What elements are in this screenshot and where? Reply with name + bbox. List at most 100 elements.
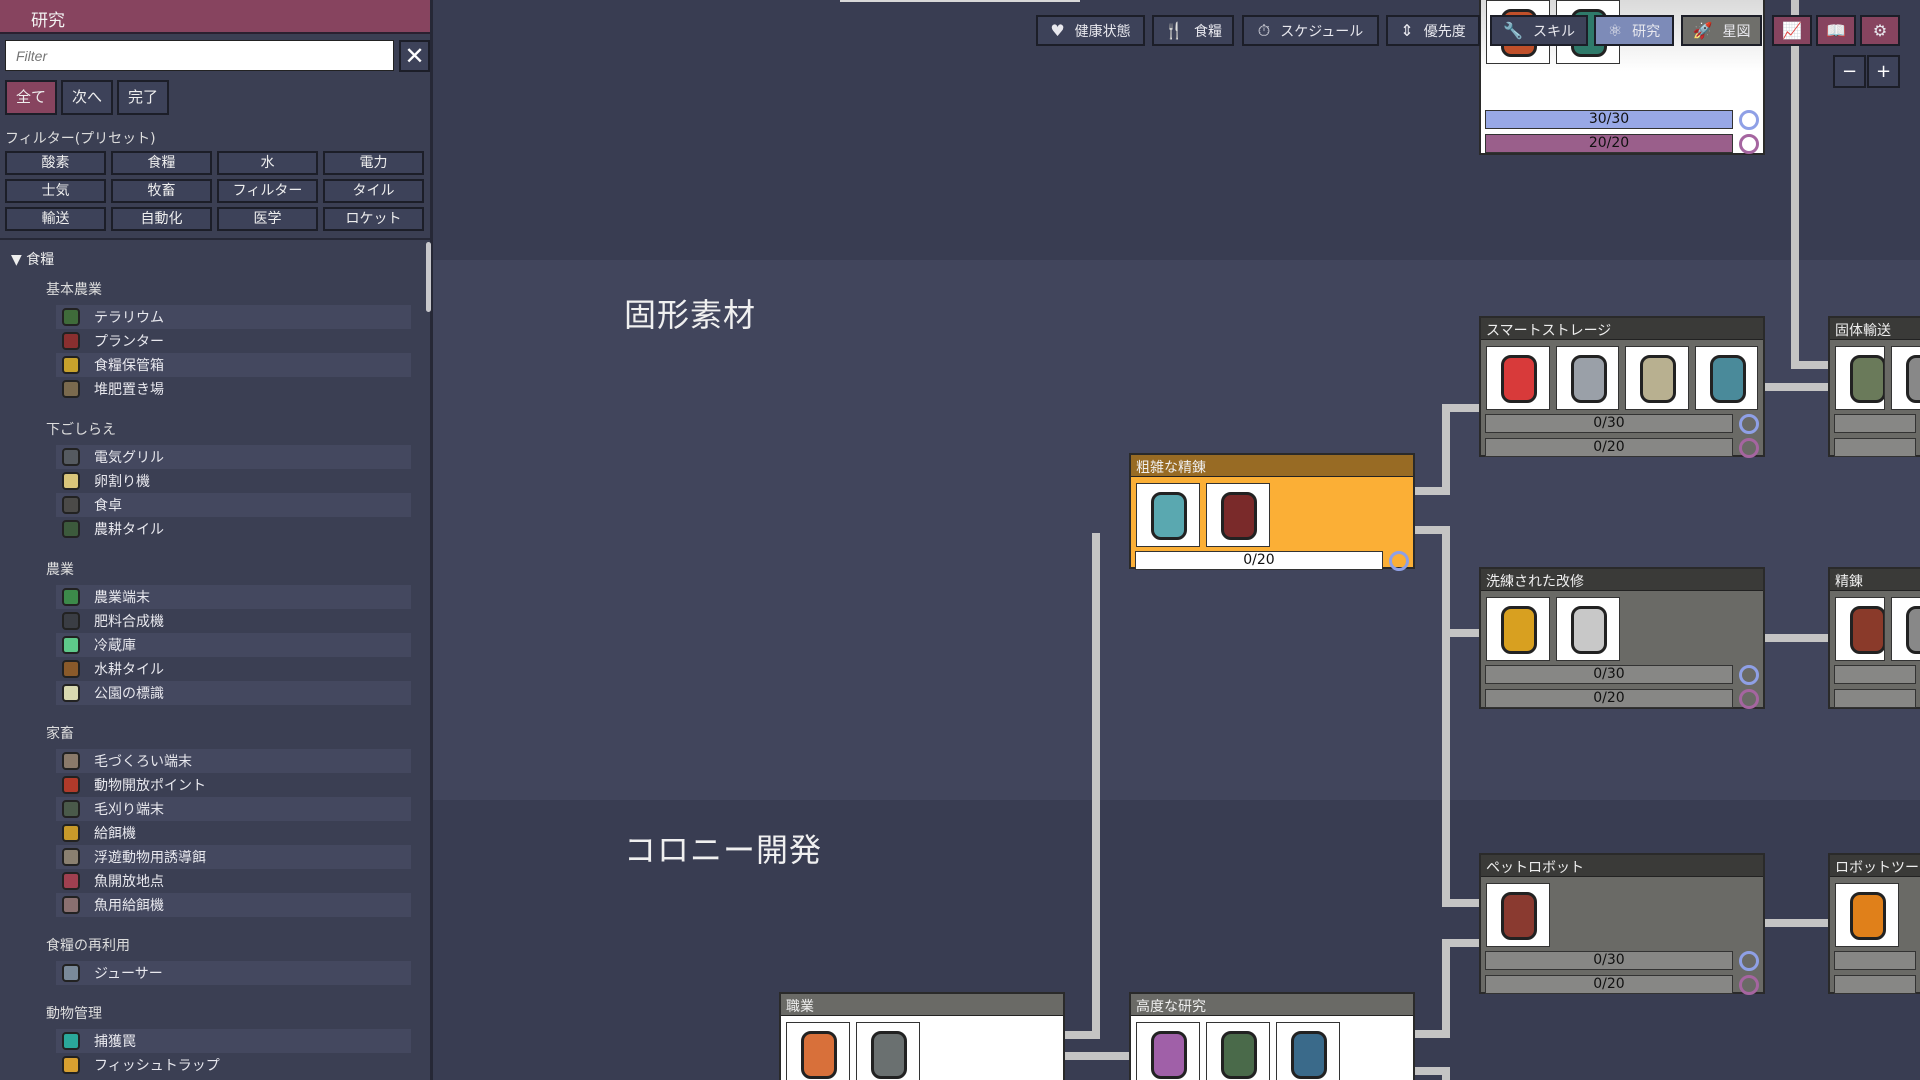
tech-card-unlocks <box>1481 591 1763 661</box>
tech-card-unlocks <box>1830 591 1920 661</box>
clear-filter-button[interactable]: ✕ <box>399 40 430 72</box>
tech-card-robot-tools[interactable]: ロボットツー <box>1828 853 1920 994</box>
toolbar-icon-button-chart[interactable]: 📈 <box>1772 15 1812 46</box>
tech-card-advanced-research[interactable]: 高度な研究 <box>1129 992 1415 1080</box>
toolbar-button-1[interactable]: 🍴食糧 <box>1152 15 1234 46</box>
unlock-building-icon[interactable] <box>1276 1022 1340 1080</box>
preset-button[interactable]: 自動化 <box>111 207 212 231</box>
tech-card-solid-transport[interactable]: 固体輸送 <box>1828 316 1920 457</box>
toolbar-button-6[interactable]: 🚀星図 <box>1681 15 1762 46</box>
preset-button[interactable]: 輸送 <box>5 207 106 231</box>
preset-button[interactable]: フィルター <box>217 179 318 203</box>
sidebar-scrollbar[interactable] <box>426 242 431 312</box>
unlock-building-icon[interactable] <box>1136 1022 1200 1080</box>
unlock-building-icon[interactable] <box>1891 346 1920 410</box>
research-list-item[interactable]: 電気グリル <box>56 445 411 469</box>
preset-button[interactable]: 電力 <box>323 151 424 175</box>
category-food-toggle[interactable]: ▼ 食糧 <box>11 249 54 269</box>
research-list-item[interactable]: 卵割り機 <box>56 469 411 493</box>
research-list-item[interactable]: 魚開放地点 <box>56 869 411 893</box>
filter-status-button[interactable]: 次へ <box>61 80 113 115</box>
research-list-item[interactable]: プランター <box>56 329 411 353</box>
unlock-building-icon[interactable] <box>1835 883 1899 947</box>
advanced-research-icon <box>1739 133 1759 154</box>
research-list-item[interactable]: 食糧保管箱 <box>56 353 411 377</box>
research-list-item[interactable]: 毛づくろい端末 <box>56 749 411 773</box>
tech-card-jobs[interactable]: 職業 <box>779 992 1065 1080</box>
unlock-building-icon[interactable] <box>786 1022 850 1080</box>
research-list-item[interactable]: 農耕タイル <box>56 517 411 541</box>
preset-button[interactable]: 酸素 <box>5 151 106 175</box>
heart-icon: ♥ <box>1050 21 1065 40</box>
toolbar-button-0[interactable]: ♥健康状態 <box>1036 15 1145 46</box>
research-list-item[interactable]: 肥料合成機 <box>56 609 411 633</box>
research-bar-fill: 0/20 <box>1135 551 1383 570</box>
preset-button[interactable]: ロケット <box>323 207 424 231</box>
research-bar-fill: 0/20 <box>1485 689 1733 708</box>
preset-button[interactable]: 医学 <box>217 207 318 231</box>
filter-status-button[interactable]: 完了 <box>117 80 169 115</box>
research-list-item[interactable]: 食卓 <box>56 493 411 517</box>
research-list-item[interactable]: 公園の標識 <box>56 681 411 705</box>
building-glyph <box>1640 355 1676 403</box>
preset-button[interactable]: 士気 <box>5 179 106 203</box>
research-list-item[interactable]: 浮遊動物用誘導餌 <box>56 845 411 869</box>
tech-card-title: 精錬 <box>1830 569 1920 591</box>
priority-arrows-icon: ⇕ <box>1400 21 1414 40</box>
research-list-item[interactable]: ジューサー <box>56 961 411 985</box>
unlock-building-icon[interactable] <box>1891 597 1920 661</box>
unlock-building-icon[interactable] <box>1694 346 1758 410</box>
preset-button[interactable]: 水 <box>217 151 318 175</box>
unlock-building-icon[interactable] <box>1835 597 1885 661</box>
research-list: ▼ 食糧 基本農業テラリウムプランター食糧保管箱堆肥置き場下ごしらえ電気グリル卵… <box>0 242 420 1080</box>
toolbar-icon-button-book[interactable]: 📖 <box>1816 15 1856 46</box>
unlock-building-icon[interactable] <box>1555 346 1619 410</box>
toolbar-button-4[interactable]: 🔧スキル <box>1490 15 1588 46</box>
zoom-in-button[interactable]: + <box>1867 55 1900 88</box>
zoom-out-button[interactable]: − <box>1833 55 1866 88</box>
basic-research-icon <box>1739 664 1759 685</box>
research-list-item[interactable]: フィッシュトラップ <box>56 1053 411 1077</box>
unlock-building-icon[interactable] <box>1206 483 1270 547</box>
unlock-building-icon[interactable] <box>1136 483 1200 547</box>
research-list-item[interactable]: 毛刈り端末 <box>56 797 411 821</box>
preset-button[interactable]: 牧畜 <box>111 179 212 203</box>
toolbar-button-5[interactable]: ⚛研究 <box>1594 15 1674 46</box>
unlock-building-icon[interactable] <box>1556 597 1620 661</box>
unlock-building-icon[interactable] <box>1835 346 1885 410</box>
research-list-item[interactable]: 捕獲罠 <box>56 1029 411 1053</box>
fork-knife-icon: 🍴 <box>1164 21 1184 40</box>
toolbar-icon-button-gear[interactable]: ⚙ <box>1860 15 1900 46</box>
research-list-item[interactable]: 動物開放ポイント <box>56 773 411 797</box>
research-list-item[interactable]: 堆肥置き場 <box>56 377 411 401</box>
research-list-item[interactable]: 冷蔵庫 <box>56 633 411 657</box>
tech-card-refining[interactable]: 精錬 <box>1828 567 1920 709</box>
building-icon <box>62 612 80 630</box>
unlock-building-icon[interactable] <box>1486 346 1550 410</box>
research-list-item[interactable]: 魚用給餌機 <box>56 893 411 917</box>
tech-card-title: 高度な研究 <box>1131 994 1413 1016</box>
subcategory-label: 農業 <box>46 562 74 578</box>
research-list-item[interactable]: 水耕タイル <box>56 657 411 681</box>
preset-button[interactable]: 食糧 <box>111 151 212 175</box>
tech-connectors <box>1065 0 1828 1080</box>
research-list-item[interactable]: テラリウム <box>56 305 411 329</box>
unlock-building-icon[interactable] <box>856 1022 920 1080</box>
unlock-building-icon[interactable] <box>1486 597 1550 661</box>
preset-button[interactable]: タイル <box>323 179 424 203</box>
unlock-building-icon[interactable] <box>1625 346 1689 410</box>
unlock-building-icon[interactable] <box>1206 1022 1270 1080</box>
filter-input[interactable] <box>5 40 394 71</box>
filter-status-button[interactable]: 全て <box>5 80 57 115</box>
basic-research-icon <box>1389 550 1409 571</box>
unlock-building-icon[interactable] <box>1486 883 1550 947</box>
research-list-item[interactable]: 農業端末 <box>56 585 411 609</box>
research-list-item[interactable]: 給餌機 <box>56 821 411 845</box>
toolbar-button-3[interactable]: ⇕優先度 <box>1386 15 1480 46</box>
toolbar-button-2[interactable]: ⏱スケジュール <box>1242 15 1379 46</box>
